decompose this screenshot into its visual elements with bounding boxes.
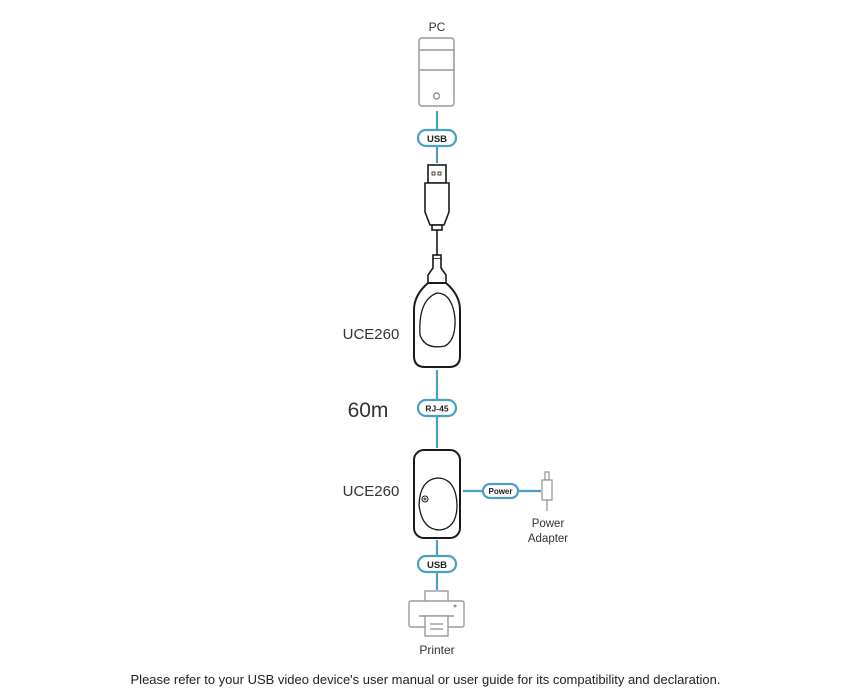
remote-unit-label: UCE260 [343, 483, 400, 500]
usb-plug-icon [424, 164, 450, 284]
usb-bottom-label: USB [427, 560, 447, 571]
distance-label: 60m [348, 399, 389, 422]
power-adapter-label-line1: Power [532, 518, 565, 530]
usb-bottom-connector-badge: USB [416, 554, 458, 574]
local-unit-label: UCE260 [343, 326, 400, 343]
power-connector-badge: Power [481, 482, 520, 500]
printer-label: Printer [419, 643, 454, 657]
pc-tower-icon [418, 37, 455, 107]
rj45-label: RJ-45 [425, 404, 448, 414]
uce260-remote-device-icon [413, 449, 461, 539]
usb-top-connector-badge: USB [416, 128, 458, 148]
uce260-local-device-icon [413, 282, 461, 368]
usb-top-label: USB [427, 134, 447, 145]
power-adapter-label-line2: Adapter [528, 533, 568, 545]
power-adapter-icon [541, 471, 553, 511]
power-label: Power [488, 487, 512, 496]
compatibility-note: Please refer to your USB video device's … [130, 672, 721, 687]
rj45-connector-badge: RJ-45 [416, 398, 458, 418]
printer-icon [408, 590, 465, 637]
pc-label: PC [429, 20, 446, 34]
